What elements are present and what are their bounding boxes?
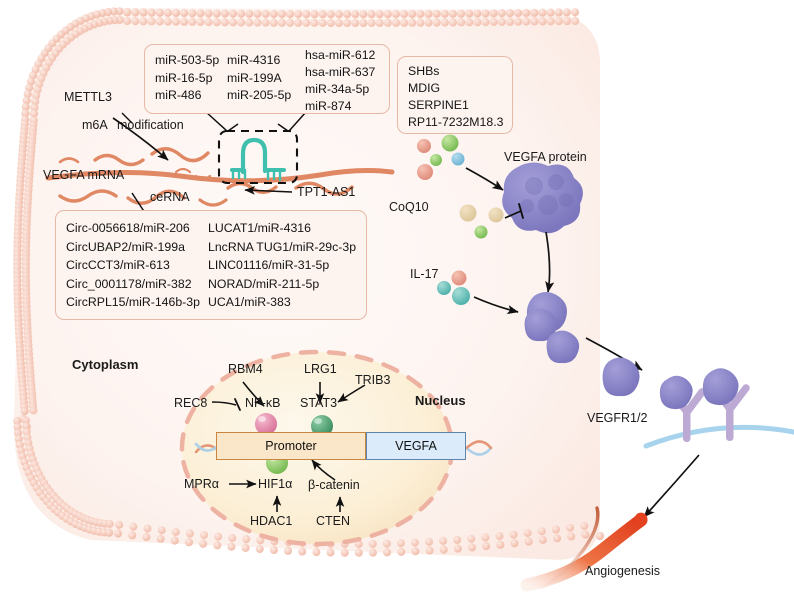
label-modification: modification [117,118,184,132]
mirna-panel-col1: miR-503-5p miR-16-5p miR-486 [155,52,219,105]
blood-vessel-sprout [520,506,648,592]
cerna-panel: Circ-0056618/miR-206 CircUBAP2/miR-199a … [55,210,367,320]
label-mettl3: METTL3 [64,90,112,104]
cerna-panel-col2: LUCAT1/miR-4316 LncRNA TUG1/miR-29c-3p L… [208,219,356,312]
vegfr-receptor-1 [659,375,706,442]
label-coq10: CoQ10 [389,200,429,214]
coq10-spheres [459,204,504,239]
mirna-hairpin [230,137,286,182]
mirna-item: miR-486 [155,88,202,102]
gene-panel: SHBs MDIG SERPINE1 RP11-7232M18.3 [397,56,513,134]
cell-membrane [13,7,604,557]
cerna-item: LINC01116/miR-31-5p [208,258,330,272]
mirna-item: miR-503-5p [155,53,220,67]
label-cerna: ceRNA [150,190,190,204]
export-arrow [585,337,643,371]
mirna-item: miR-874 [305,99,352,113]
promoter-label: Promoter [265,439,317,453]
promoter-box: Promoter [216,432,366,460]
cerna-item: LUCAT1/miR-4316 [208,221,311,235]
mirna-item: miR-205-5p [227,88,292,102]
gene-item: RP11-7232M18.3 [408,115,504,129]
vegfr-receptor-2 [702,368,750,441]
gene-item: SHBs [408,64,440,78]
mirna-item: hsa-miR-612 [305,48,376,62]
cerna-item: CircUBAP2/miR-199a [66,239,185,254]
rbm4-arrow [242,381,265,407]
label-trib3: TRIB3 [355,373,391,387]
gene-panel-list: SHBs MDIG SERPINE1 RP11-7232M18.3 [408,63,503,131]
vegfa-protein-cluster [524,308,580,364]
label-cytoplasm: Cytoplasm [72,357,139,372]
label-nfkb: NF-κB [245,396,281,410]
label-rec8: REC8 [174,396,208,410]
gene-item: SERPINE1 [408,98,469,112]
mirna-panel: miR-503-5p miR-16-5p miR-486 miR-4316 mi… [144,44,390,114]
mirna-item: hsa-miR-637 [305,65,376,79]
cerna-panel-col1: Circ-0056618/miR-206 CircUBAP2/miR-199a … [66,219,200,312]
cerna-item: Circ-0056618/miR-206 [66,221,190,235]
extracellular-vegfa [602,357,640,397]
gene-item: MDIG [408,81,441,95]
cerna-item: UCA1/miR-383 [208,295,291,309]
label-nucleus: Nucleus [415,393,466,408]
mirna-binding-callout-box [217,129,299,185]
label-m6a: m6A [82,118,108,132]
mirna-item: miR-16-5p [155,70,213,85]
bcatenin-arrow [311,459,336,481]
mirna-panel-col3: hsa-miR-612 hsa-miR-637 miR-34a-5p miR-8… [305,47,375,115]
angiogenesis-arrow [643,454,700,518]
cerna-item: Circ_0001178/miR-382 [66,276,192,291]
label-vegfa-mrna: VEGFA mRNA [43,168,125,182]
label-hif1a: HIF1α [258,477,293,491]
vegfa-gene-label: VEGFA [395,439,437,453]
translation-arrow [465,167,504,191]
il17-spheres [437,270,470,305]
label-stat3: STAT3 [300,396,338,410]
label-il17: IL-17 [410,267,439,281]
label-tpt1as1: TPT1-AS1 [297,185,356,199]
cerna-item: CircRPL15/miR-146b-3p [66,295,200,309]
label-hdac1: HDAC1 [250,514,293,528]
mirna-panel-col2: miR-4316 miR-199A miR-205-5p [227,52,291,105]
label-bcatenin: β-catenin [308,478,360,492]
stat3-sphere [311,415,333,437]
nfkb-sphere [255,413,277,435]
mirna-item: miR-34a-5p [305,82,370,96]
rec8-inhibition [211,398,241,411]
mettl3-arrow [112,117,169,161]
gene-product-spheres [417,134,465,180]
cerna-item: NORAD/miR-211-5p [208,276,320,291]
mirna-item: miR-199A [227,70,282,85]
label-mpralpha: MPRα [184,477,220,491]
vegfa-mrna-strand [45,168,395,184]
mirna-item: miR-4316 [227,53,281,67]
tpt1as1-arrow [244,186,293,195]
callout-connectors [205,111,307,132]
cerna-item: CircCCT3/miR-613 [66,258,170,272]
label-angiogenesis: Angiogenesis [585,564,661,578]
endothelial-membrane [643,424,794,449]
label-rbm4: RBM4 [228,362,263,376]
label-cten: CTEN [316,514,351,528]
secretion-arrow [545,231,555,293]
label-vegfa-protein: VEGFA protein [504,150,587,164]
vegfa-gene-box: VEGFA [366,432,466,460]
coq10-inhibition-arrow [504,203,524,219]
label-lrg1: LRG1 [304,362,337,376]
cerna-item: LncRNA TUG1/miR-29c-3p [208,239,357,254]
trib3-arrow [337,384,366,403]
m6a-tick [121,112,133,124]
label-vegfr: VEGFR1/2 [587,411,648,425]
il17-arrow [473,296,519,315]
